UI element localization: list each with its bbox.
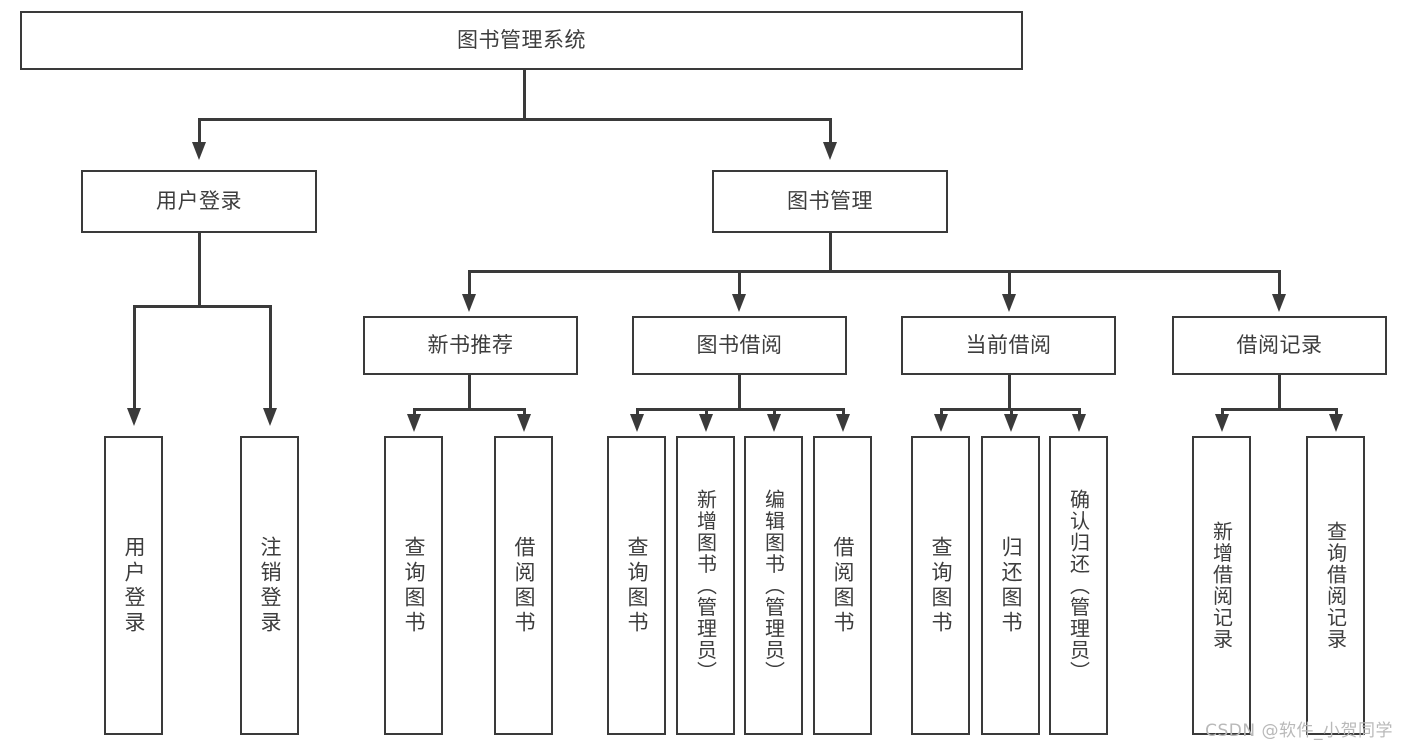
- node-borrow-record[interactable]: 借阅记录: [1172, 316, 1387, 375]
- connector-book-borrow-drop-1: [705, 408, 708, 416]
- connector-root-fanbar: [198, 118, 830, 121]
- node-label: 新书推荐: [427, 332, 514, 357]
- leaf-borrow-record-query-record[interactable]: 查询借阅记录: [1306, 436, 1365, 735]
- leaf-label: 查询图书: [402, 535, 426, 636]
- connector-book-borrow-fanbar: [636, 408, 844, 411]
- connector-borrow-record-stem: [1278, 375, 1281, 410]
- connector-book-management-stem: [829, 233, 832, 272]
- leaf-label: 新增借阅记录: [1209, 521, 1234, 650]
- connector-book-borrow-stem: [738, 375, 741, 410]
- arrowhead-leaf-new-book-0: [407, 414, 421, 432]
- arrowhead-leaf-user-login-1: [263, 408, 277, 426]
- connector-new-book-drop-0: [413, 408, 416, 416]
- leaf-new-book-borrow-book[interactable]: 借阅图书: [494, 436, 553, 735]
- arrowhead-book-borrow: [732, 294, 746, 312]
- connector-root-stem: [523, 70, 526, 120]
- leaf-label: 查询图书: [929, 535, 953, 636]
- arrowhead-leaf-book-borrow-0: [630, 414, 644, 432]
- leaf-user-login-login[interactable]: 用户登录: [104, 436, 163, 735]
- leaf-label: 查询借阅记录: [1323, 521, 1348, 650]
- leaf-new-book-query-book[interactable]: 查询图书: [384, 436, 443, 735]
- leaf-current-borrow-return-book[interactable]: 归还图书: [981, 436, 1040, 735]
- leaf-label: 归还图书: [999, 535, 1023, 636]
- node-label: 用户登录: [156, 188, 242, 213]
- connector-root-drop-user-login: [198, 118, 201, 144]
- node-label: 当前借阅: [965, 332, 1052, 357]
- leaf-book-borrow-add-book-admin[interactable]: 新增图书（管理员）: [676, 436, 735, 735]
- leaf-label: 确认归还（管理员）: [1066, 488, 1091, 683]
- arrowhead-leaf-user-login-0: [127, 408, 141, 426]
- arrowhead-new-book-recommend: [462, 294, 476, 312]
- connector-level3-drop-3: [1278, 270, 1281, 296]
- connector-book-borrow-drop-2: [773, 408, 776, 416]
- connector-book-borrow-drop-0: [636, 408, 639, 416]
- connector-level3-drop-0: [468, 270, 471, 296]
- arrowhead-leaf-current-borrow-2: [1072, 414, 1086, 432]
- connector-level3-drop-1: [738, 270, 741, 296]
- node-new-book-recommend[interactable]: 新书推荐: [363, 316, 578, 375]
- connector-new-book-stem: [468, 375, 471, 410]
- leaf-label: 查询图书: [625, 535, 649, 636]
- leaf-label: 借阅图书: [512, 535, 536, 636]
- connector-user-login-stem: [198, 233, 201, 307]
- connector-borrow-record-drop-0: [1221, 408, 1224, 416]
- node-current-borrow[interactable]: 当前借阅: [901, 316, 1116, 375]
- arrowhead-leaf-borrow-record-1: [1329, 414, 1343, 432]
- connector-root-drop-book-management: [829, 118, 832, 144]
- connector-level3-drop-2: [1008, 270, 1011, 296]
- connector-book-management-fanbar: [468, 270, 1280, 273]
- node-label: 图书借阅: [696, 332, 783, 357]
- leaf-book-borrow-borrow-book[interactable]: 借阅图书: [813, 436, 872, 735]
- arrowhead-leaf-current-borrow-1: [1004, 414, 1018, 432]
- arrowhead-leaf-book-borrow-2: [767, 414, 781, 432]
- connector-user-login-fanbar: [133, 305, 271, 308]
- arrowhead-leaf-current-borrow-0: [934, 414, 948, 432]
- leaf-current-borrow-confirm-return-admin[interactable]: 确认归还（管理员）: [1049, 436, 1108, 735]
- node-user-login[interactable]: 用户登录: [81, 170, 317, 233]
- node-label: 图书管理: [787, 188, 873, 213]
- leaf-label: 编辑图书（管理员）: [761, 488, 786, 683]
- connector-current-borrow-drop-1: [1010, 408, 1013, 416]
- connector-book-borrow-drop-3: [842, 408, 845, 416]
- arrowhead-leaf-book-borrow-3: [836, 414, 850, 432]
- connector-new-book-fanbar: [413, 408, 525, 411]
- connector-user-login-drop-1: [269, 305, 272, 410]
- node-book-borrow[interactable]: 图书借阅: [632, 316, 847, 375]
- arrowhead-leaf-borrow-record-0: [1215, 414, 1229, 432]
- connector-current-borrow-stem: [1008, 375, 1011, 410]
- node-label: 图书管理系统: [457, 27, 586, 52]
- leaf-borrow-record-add-record[interactable]: 新增借阅记录: [1192, 436, 1251, 735]
- node-book-management[interactable]: 图书管理: [712, 170, 948, 233]
- connector-borrow-record-drop-1: [1335, 408, 1338, 416]
- leaf-label: 新增图书（管理员）: [693, 488, 718, 683]
- leaf-book-borrow-edit-book-admin[interactable]: 编辑图书（管理员）: [744, 436, 803, 735]
- arrowhead-borrow-record: [1272, 294, 1286, 312]
- connector-user-login-drop-0: [133, 305, 136, 410]
- arrowhead-current-borrow: [1002, 294, 1016, 312]
- leaf-label: 借阅图书: [831, 535, 855, 636]
- leaf-label: 注销登录: [258, 535, 282, 636]
- leaf-label: 用户登录: [122, 535, 146, 636]
- csdn-watermark: CSDN @软件_小贺同学: [1205, 721, 1393, 741]
- arrowhead-leaf-book-borrow-1: [699, 414, 713, 432]
- arrowhead-leaf-new-book-1: [517, 414, 531, 432]
- connector-new-book-drop-1: [523, 408, 526, 416]
- leaf-current-borrow-query-book[interactable]: 查询图书: [911, 436, 970, 735]
- arrowhead-book-management: [823, 142, 837, 160]
- connector-current-borrow-drop-0: [940, 408, 943, 416]
- connector-borrow-record-fanbar: [1221, 408, 1337, 411]
- leaf-book-borrow-query-book[interactable]: 查询图书: [607, 436, 666, 735]
- connector-current-borrow-drop-2: [1078, 408, 1081, 416]
- node-label: 借阅记录: [1236, 332, 1323, 357]
- leaf-user-login-logout[interactable]: 注销登录: [240, 436, 299, 735]
- node-root-book-management-system[interactable]: 图书管理系统: [20, 11, 1023, 70]
- arrowhead-user-login: [192, 142, 206, 160]
